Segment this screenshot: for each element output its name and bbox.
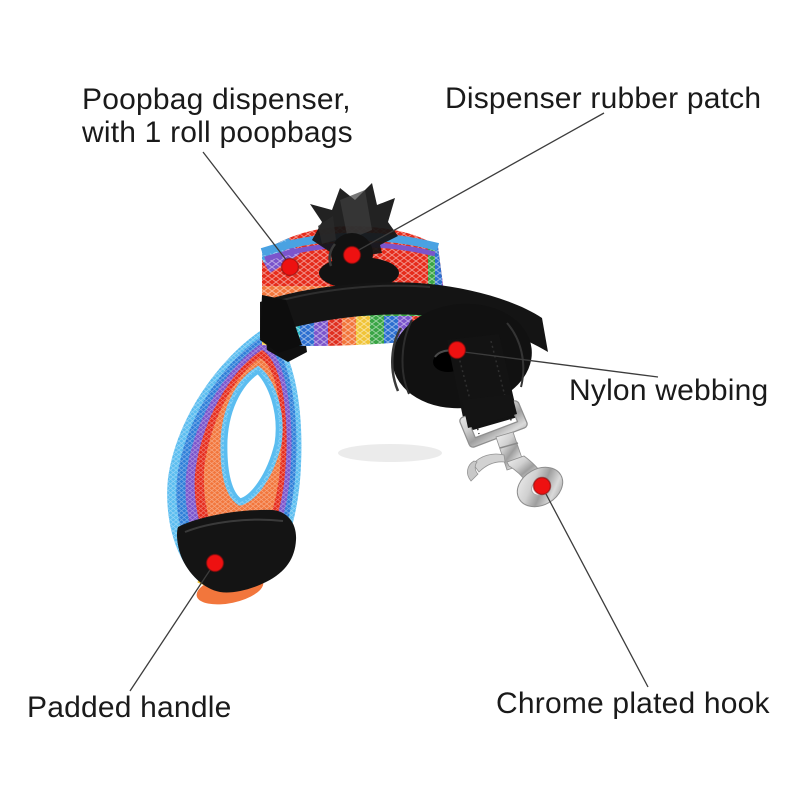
handle-black-wrap (177, 509, 297, 593)
poopbag-tuft-facet (340, 190, 372, 240)
label-padded-handle: Padded handle (27, 691, 232, 724)
label-dispenser-rubber-patch: Dispenser rubber patch (445, 82, 762, 115)
marker-dot-chrome-hook (532, 476, 552, 496)
strap-end-through-ring (462, 394, 517, 428)
label-chrome-plated-hook: Chrome plated hook (496, 687, 770, 720)
label-poopbag-dispenser-line1: Poopbag dispenser, (82, 83, 351, 116)
product-shadow (338, 444, 442, 462)
marker-dot-nylon-webbing (447, 340, 467, 360)
label-nylon-webbing: Nylon webbing (569, 374, 769, 407)
nylon-webbing-strap (260, 282, 548, 353)
poopbag-tuft-facet2 (318, 216, 336, 244)
handle-wrap-sheen (184, 518, 284, 533)
leader-line-padded-handle (129, 569, 211, 692)
leader-line-rubber-patch (356, 112, 605, 252)
leader-line-chrome-hook (545, 493, 649, 688)
chrome-hook (459, 394, 564, 508)
leader-line-poopbag-dispenser (202, 151, 288, 262)
hook-tip (467, 460, 479, 482)
marker-dots (205, 245, 552, 573)
label-poopbag-dispenser-line2: with 1 roll poopbags (82, 116, 353, 149)
marker-dot-poopbag-dispenser (280, 257, 300, 277)
leader-line-nylon-webbing (463, 351, 659, 378)
marker-dot-padded-handle (205, 553, 225, 573)
strap-left-fold (260, 295, 302, 353)
leader-lines (129, 112, 659, 692)
label-poopbag-dispenser: Poopbag dispenser, with 1 roll poopbags (82, 83, 353, 149)
marker-dot-rubber-patch (342, 245, 362, 265)
hook-gate (472, 453, 506, 473)
